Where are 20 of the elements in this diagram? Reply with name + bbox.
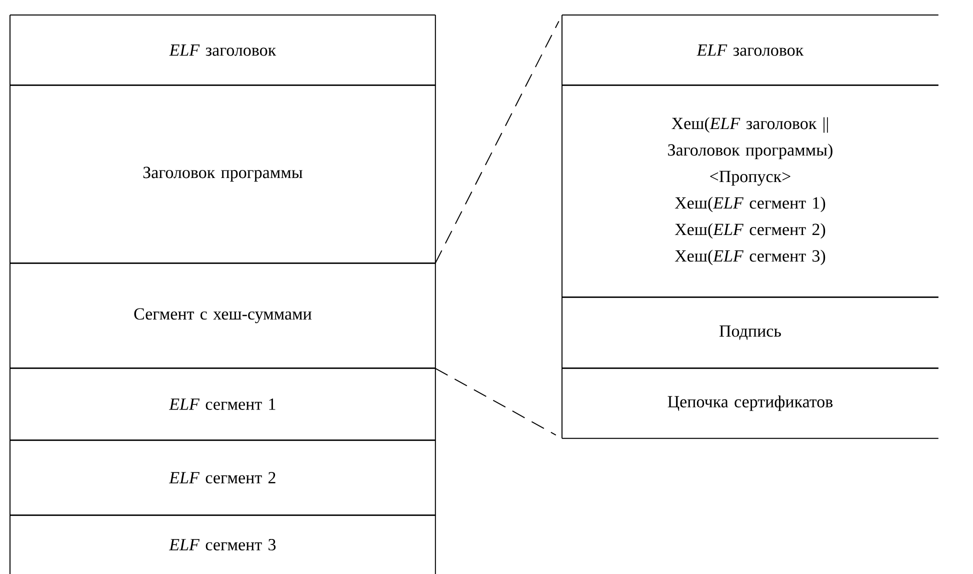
cell <box>10 368 436 441</box>
cell <box>10 84 436 264</box>
dashed-line <box>434 368 556 436</box>
cell: Подпись <box>719 325 781 340</box>
cell <box>10 440 436 516</box>
cell <box>562 84 939 298</box>
dashed-line <box>434 20 560 264</box>
cell: Цепочка сертификатов <box>668 396 833 411</box>
open-cell <box>10 514 436 574</box>
cell: ELF заголовок <box>10 14 436 86</box>
cell <box>562 296 939 369</box>
cell: ELF сегмент 1 <box>168 398 276 410</box>
cell: Заголовок программы <box>143 166 302 182</box>
cell: Сегмент с хеш-суммами <box>134 308 312 324</box>
cell: ELF сегмент 2 <box>168 472 276 484</box>
cell: ELF заголовок <box>562 14 939 86</box>
cell <box>562 368 939 439</box>
cell <box>10 262 436 369</box>
open-cell: ELF сегмент 3 <box>168 538 276 550</box>
cell: Хеш(ELF заголовок || Заголовок программы) <Пропуск> Хеш(ELF сегмент 1) Хеш(ELF сегмент 2) Хеш(ELF сегмент 3) <box>668 117 832 266</box>
